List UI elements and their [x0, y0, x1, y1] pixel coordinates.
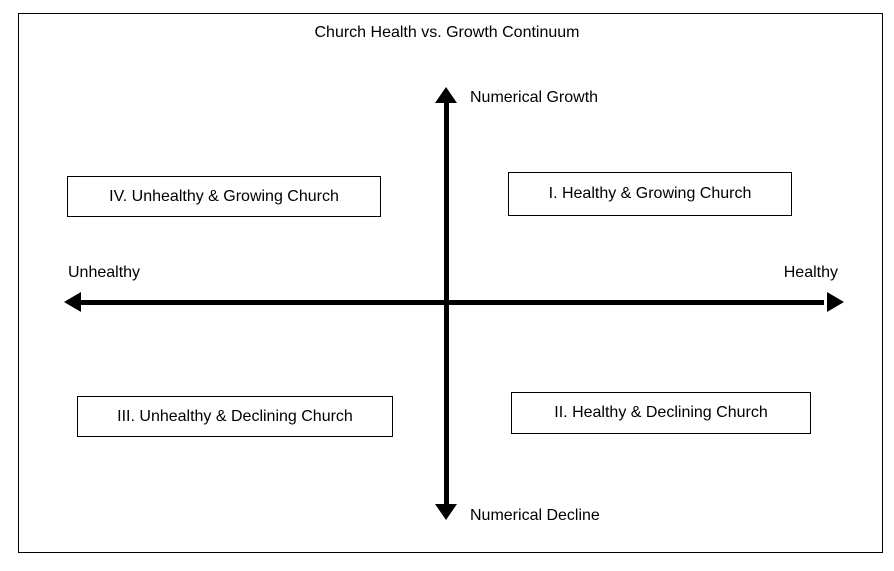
quadrant-box-i-healthy-growing: I. Healthy & Growing Church	[508, 172, 792, 216]
quadrant-box-label: II. Healthy & Declining Church	[554, 404, 768, 421]
quadrant-box-label: IV. Unhealthy & Growing Church	[109, 187, 339, 205]
quadrant-box-iv-unhealthy-growing: IV. Unhealthy & Growing Church	[67, 176, 381, 217]
arrow-right-icon	[827, 292, 844, 312]
quadrant-box-label: I. Healthy & Growing Church	[548, 185, 752, 202]
quadrant-box-iii-unhealthy-declining: III. Unhealthy & Declining Church	[77, 396, 393, 437]
arrow-left-icon	[64, 292, 81, 312]
horizontal-axis-line	[76, 300, 824, 305]
quadrant-box-label: III. Unhealthy & Declining Church	[117, 407, 353, 425]
axis-label-numerical-growth: Numerical Growth	[470, 89, 599, 106]
arrow-down-icon	[435, 504, 457, 520]
quadrant-box-ii-healthy-declining: II. Healthy & Declining Church	[511, 392, 811, 434]
axis-label-numerical-decline: Numerical Decline	[470, 507, 600, 524]
diagram-frame	[18, 13, 883, 553]
axis-label-healthy: Healthy	[783, 264, 838, 281]
axis-label-unhealthy: Unhealthy	[68, 264, 141, 281]
diagram-title: Church Health vs. Growth Continuum	[314, 24, 580, 41]
arrow-up-icon	[435, 87, 457, 103]
